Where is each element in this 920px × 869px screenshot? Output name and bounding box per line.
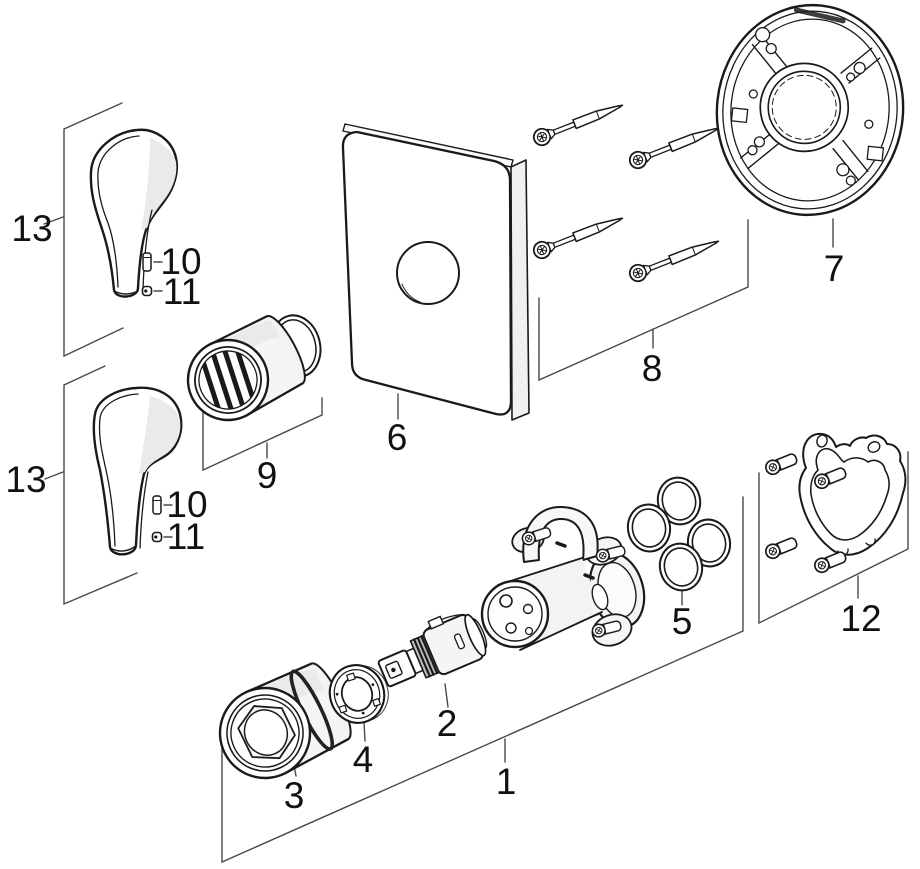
callout-label-13a: 13 bbox=[11, 208, 52, 249]
set-screw-icon-lower bbox=[152, 495, 162, 515]
callout-label-12: 12 bbox=[840, 598, 881, 639]
callout-label-11a: 11 bbox=[163, 271, 201, 312]
part-12-bracket-kit bbox=[762, 432, 907, 576]
part-6-wall-plate bbox=[341, 123, 530, 421]
callout-label-6: 6 bbox=[387, 417, 408, 458]
bracket-12 bbox=[758, 451, 909, 625]
plug-screw-icon-upper bbox=[141, 285, 153, 297]
bracket-8 bbox=[538, 219, 749, 382]
part-2-cartridge bbox=[377, 613, 488, 688]
rim-marking bbox=[793, 7, 846, 24]
part-4-lock-ring bbox=[328, 664, 389, 724]
callout-label-3: 3 bbox=[284, 775, 305, 816]
plug-screw-icon-lower bbox=[151, 531, 163, 543]
body-markings bbox=[555, 541, 595, 580]
callout-label-13b: 13 bbox=[5, 459, 46, 500]
part-13-lever-handle-upper bbox=[89, 128, 179, 298]
bracket-9 bbox=[202, 397, 323, 472]
callout-labels: 13 10 11 13 10 11 9 6 8 7 5 12 1 2 3 4 bbox=[5, 208, 881, 816]
callout-label-10b: 10 bbox=[166, 484, 207, 525]
callout-label-7: 7 bbox=[824, 248, 845, 289]
part-1-valve-body bbox=[480, 505, 646, 651]
callout-label-2: 2 bbox=[437, 703, 458, 744]
callout-label-8: 8 bbox=[642, 348, 663, 389]
callout-label-11b: 11 bbox=[167, 516, 205, 557]
callout-label-5: 5 bbox=[672, 601, 693, 642]
callout-label-1: 1 bbox=[496, 761, 517, 802]
callout-label-10a: 10 bbox=[160, 241, 201, 282]
bracket-1 bbox=[221, 496, 744, 864]
callout-label-4: 4 bbox=[353, 739, 374, 780]
callout-brackets bbox=[43, 102, 909, 864]
part-13-lever-handle-lower bbox=[92, 386, 183, 556]
part-9-spline-sleeve bbox=[186, 314, 322, 422]
part-8-screw-set bbox=[530, 96, 723, 285]
bracket-13b bbox=[63, 365, 138, 606]
bracket-13a bbox=[63, 102, 124, 358]
part-7-mounting-flange bbox=[715, 3, 905, 217]
set-screw-icon-upper bbox=[142, 252, 152, 272]
part-3-trim-sleeve bbox=[218, 662, 352, 780]
callout-label-9: 9 bbox=[257, 455, 278, 496]
